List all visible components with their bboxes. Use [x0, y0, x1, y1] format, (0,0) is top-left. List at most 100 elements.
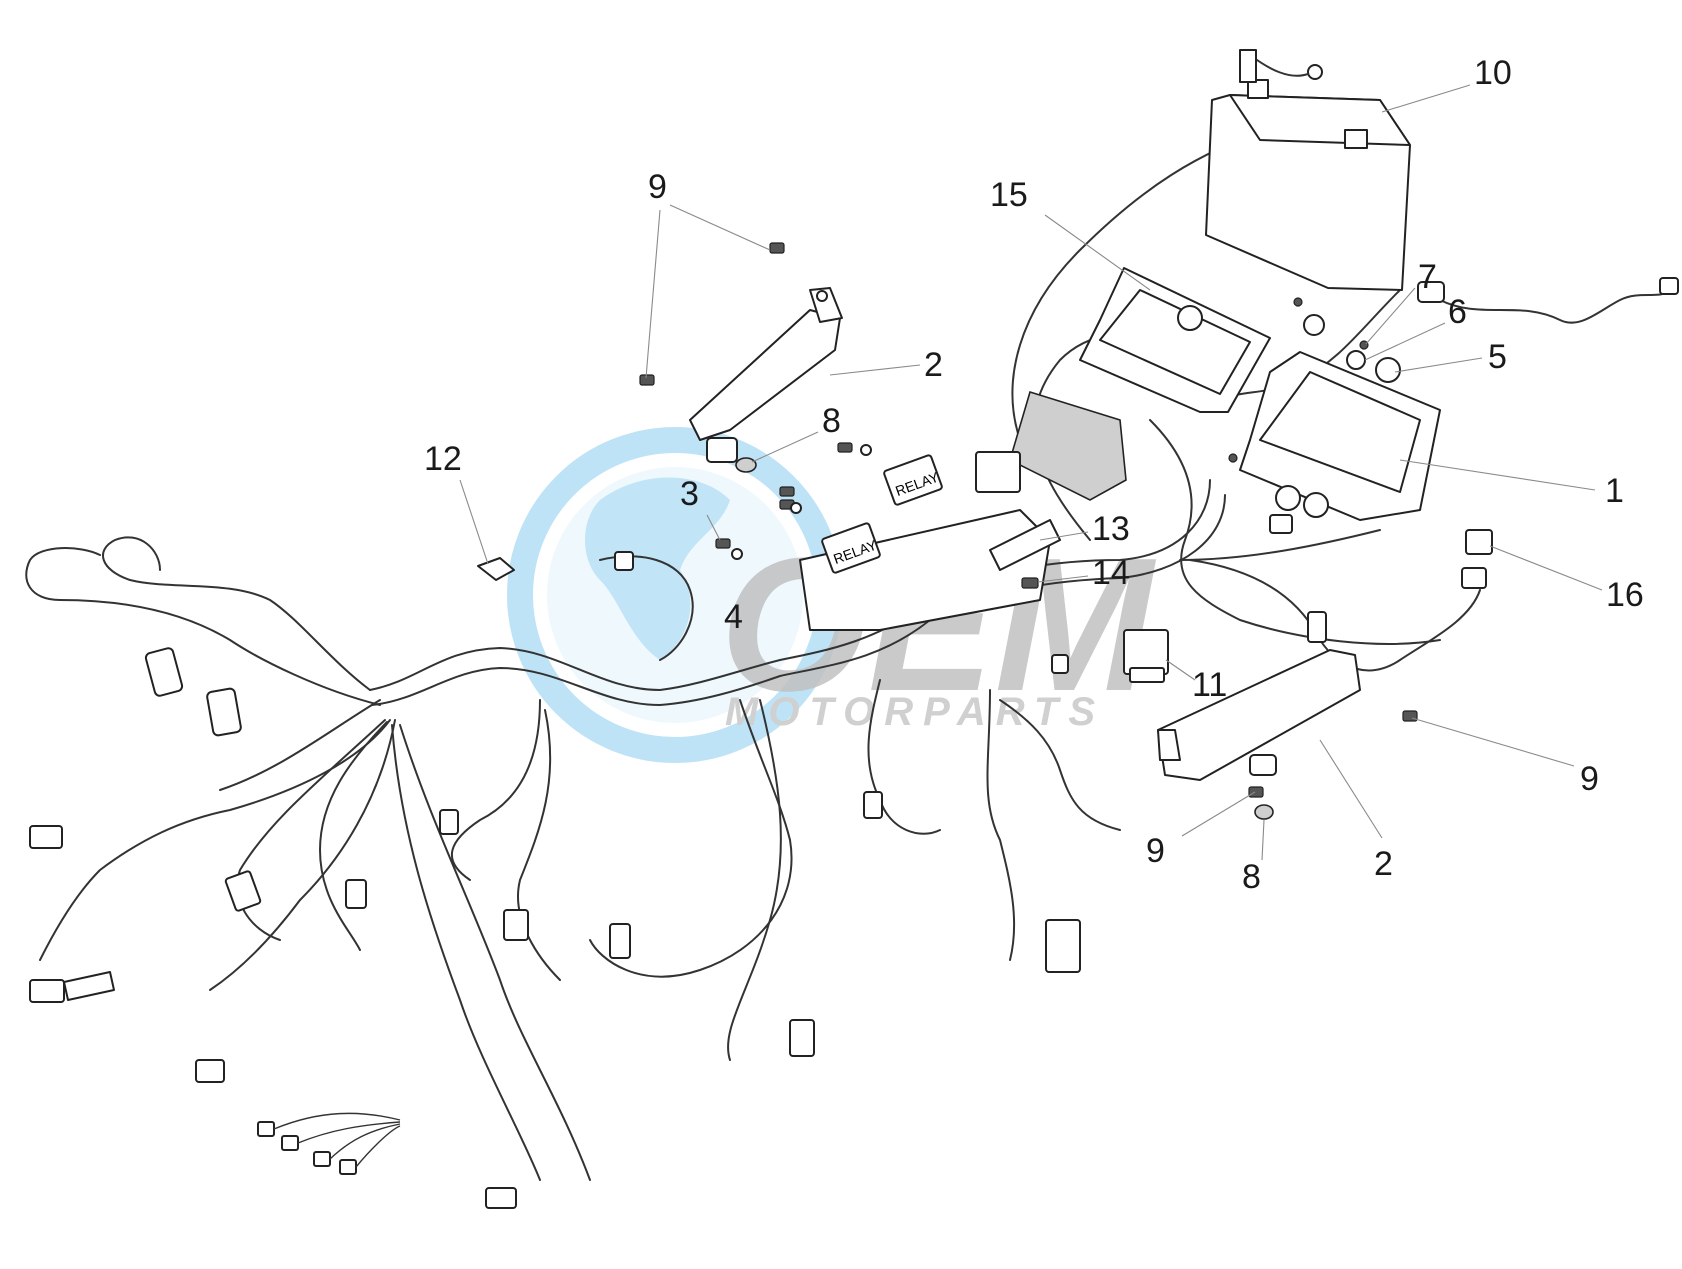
callout-1: 1	[1605, 472, 1624, 510]
connector-plug	[1659, 277, 1679, 295]
leader-12	[459, 479, 489, 565]
leader-9-lower-a	[1411, 717, 1575, 767]
washer	[860, 444, 872, 456]
leader-2-lower	[1319, 739, 1383, 839]
connector-plug	[144, 647, 184, 697]
relay-16-socket	[1461, 567, 1487, 589]
harness-mid-branch-b	[517, 709, 561, 981]
harness-trunk-upper	[369, 479, 1211, 691]
callout-2-upper: 2	[924, 346, 943, 384]
connector-plug	[614, 551, 634, 571]
leader-13	[1039, 531, 1089, 541]
grommet-8-upper	[735, 457, 757, 473]
connector-plug	[485, 1187, 517, 1209]
fuse-holder-13	[989, 519, 1061, 571]
leader-11	[1165, 659, 1196, 681]
callout-9-upper: 9	[648, 168, 667, 206]
battery-ground-lead	[1249, 54, 1309, 77]
callout-5: 5	[1488, 338, 1507, 376]
bracket-upper-hole	[816, 290, 828, 302]
screw-7	[1359, 340, 1369, 350]
relay-16-body	[1465, 529, 1493, 555]
battery-bracket	[1239, 49, 1257, 83]
bracket-clip	[706, 437, 738, 463]
leader-lines	[459, 84, 1603, 861]
screw	[837, 442, 853, 453]
harness-mid-branch-d	[727, 699, 782, 1061]
battery-terminal-neg	[1344, 129, 1368, 149]
harness-battery-lead	[1439, 289, 1671, 324]
harness-left-branch-down-2	[209, 719, 396, 991]
battery-terminal-pos	[1247, 79, 1269, 99]
harness-left-stub	[219, 699, 381, 791]
grommet-8-lower	[1254, 804, 1274, 820]
bracket-lower-body	[1157, 649, 1361, 781]
callout-4: 4	[724, 598, 743, 636]
connector-terminal	[339, 1159, 357, 1175]
battery	[1205, 49, 1411, 291]
callout-3: 3	[680, 475, 699, 513]
screw-9-lower-b	[1248, 786, 1264, 798]
connectors	[29, 54, 1679, 1209]
relay-block-2	[821, 522, 881, 574]
connector-terminal	[257, 1121, 275, 1137]
connector-plug	[503, 909, 529, 941]
screw-3	[715, 538, 731, 549]
leader-1	[1399, 459, 1596, 491]
harness-left-loop-b	[102, 536, 371, 691]
clip-12	[477, 557, 515, 581]
connector-plug	[1045, 919, 1081, 973]
connector-plug	[1051, 654, 1069, 674]
bracket-lower-clip	[1249, 754, 1277, 776]
leader-3	[706, 514, 721, 541]
callout-13: 13	[1092, 510, 1130, 548]
leader-9-upper-a	[669, 204, 771, 251]
relay-block-1	[883, 454, 943, 506]
connector-plug	[1269, 514, 1293, 534]
grommet	[1303, 492, 1329, 518]
callout-8-lower: 8	[1242, 858, 1261, 896]
relay-block-3	[975, 451, 1021, 493]
grommet	[1303, 314, 1325, 336]
harness-left-branch-down-1	[39, 719, 391, 961]
callout-10: 10	[1474, 54, 1512, 92]
connector-plug	[29, 979, 65, 1003]
screw	[1228, 453, 1238, 463]
watermark-globe	[547, 467, 803, 723]
connector-plug	[206, 687, 242, 737]
screw-14	[1021, 577, 1039, 589]
harness-left-branch-down-4	[391, 724, 541, 1181]
leader-14	[1037, 575, 1089, 583]
watermark-sub: MOTORPARTS	[725, 690, 1105, 734]
harness-left-branch-down-5	[236, 719, 386, 941]
grommet-5	[1375, 357, 1401, 383]
leader-6	[1364, 322, 1446, 361]
callout-9-lower-left: 9	[1146, 832, 1165, 870]
callout-11: 11	[1192, 666, 1227, 704]
callout-14: 14	[1092, 554, 1130, 592]
relay-11	[1123, 629, 1169, 683]
terminal-leads	[273, 1112, 401, 1168]
harness-mid-branch-a	[450, 699, 541, 881]
callout-15: 15	[990, 176, 1028, 214]
fusebox-base	[799, 509, 1051, 631]
leader-5	[1394, 357, 1483, 373]
connector-plug	[1307, 611, 1327, 643]
relay-11-base	[1129, 667, 1165, 683]
screw-9-lower-a	[1402, 710, 1418, 722]
clip-body	[477, 557, 515, 581]
washer	[790, 502, 802, 514]
leader-10	[1381, 84, 1471, 113]
ecu-inner	[1099, 289, 1251, 395]
connector-plug	[345, 879, 367, 909]
grommet-6	[1346, 350, 1366, 370]
leader-15	[1044, 214, 1151, 291]
relay-fusebox: RELAY RELAY	[715, 442, 1061, 631]
harness-right-branch	[1179, 529, 1381, 561]
screw-9-upper-b	[639, 374, 655, 386]
connector-plug	[1417, 281, 1445, 303]
harness-mid-branch-c	[589, 699, 793, 978]
callout-2-lower: 2	[1374, 845, 1393, 883]
ecu-connector-port	[1177, 305, 1203, 331]
